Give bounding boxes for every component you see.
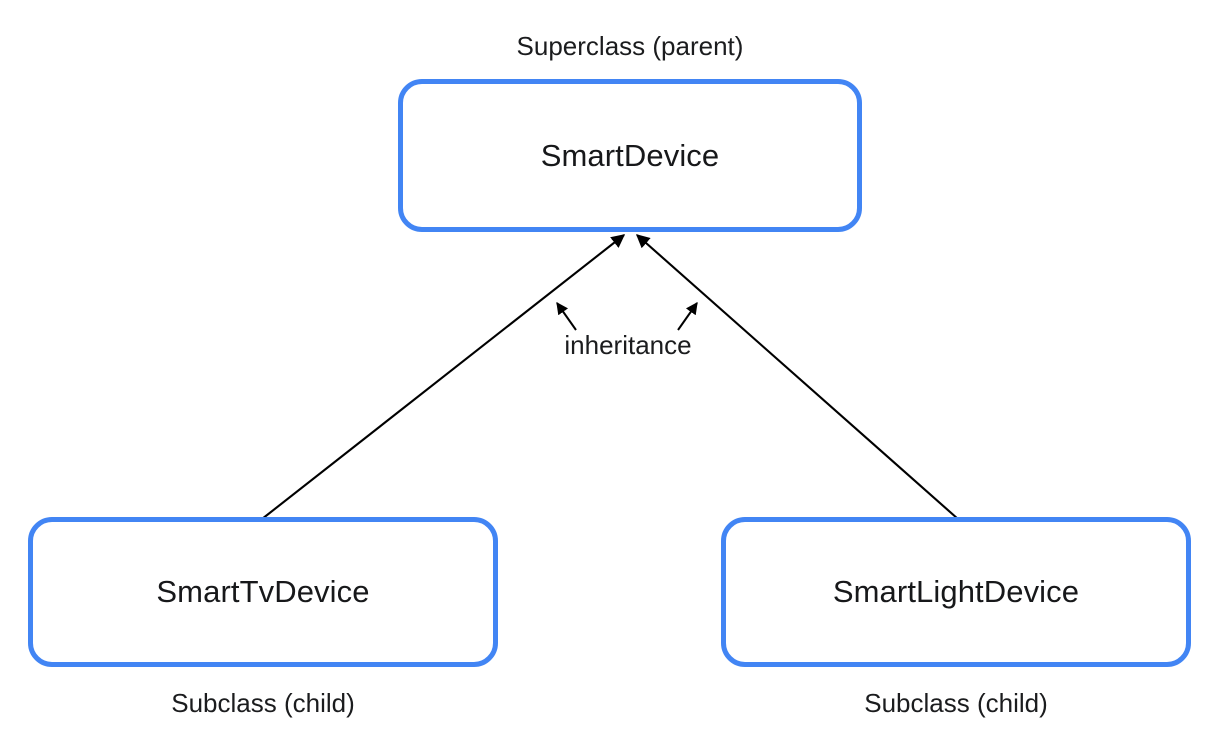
class-box-smarttvdevice[interactable]: SmartTvDevice xyxy=(28,517,498,667)
class-name-smartdevice: SmartDevice xyxy=(540,137,720,173)
subclass-caption-smarttvdevice: Subclass (child) xyxy=(171,688,355,718)
inheritance-label: inheritance xyxy=(564,330,692,360)
superclass-caption: Superclass (parent) xyxy=(516,31,744,61)
inheritance-line-left xyxy=(261,234,626,520)
inheritance-line-right xyxy=(635,234,959,520)
subclass-caption-smartlightdevice: Subclass (child) xyxy=(864,688,1048,718)
class-name-smarttvdevice: SmartTvDevice xyxy=(156,574,370,609)
inheritance-pointer-right-icon xyxy=(677,302,698,331)
inheritance-pointer-left-icon xyxy=(556,302,577,331)
class-box-smartdevice[interactable]: SmartDevice xyxy=(398,79,862,232)
class-box-smartlightdevice[interactable]: SmartLightDevice xyxy=(721,517,1191,667)
class-name-smartlightdevice: SmartLightDevice xyxy=(832,574,1080,609)
